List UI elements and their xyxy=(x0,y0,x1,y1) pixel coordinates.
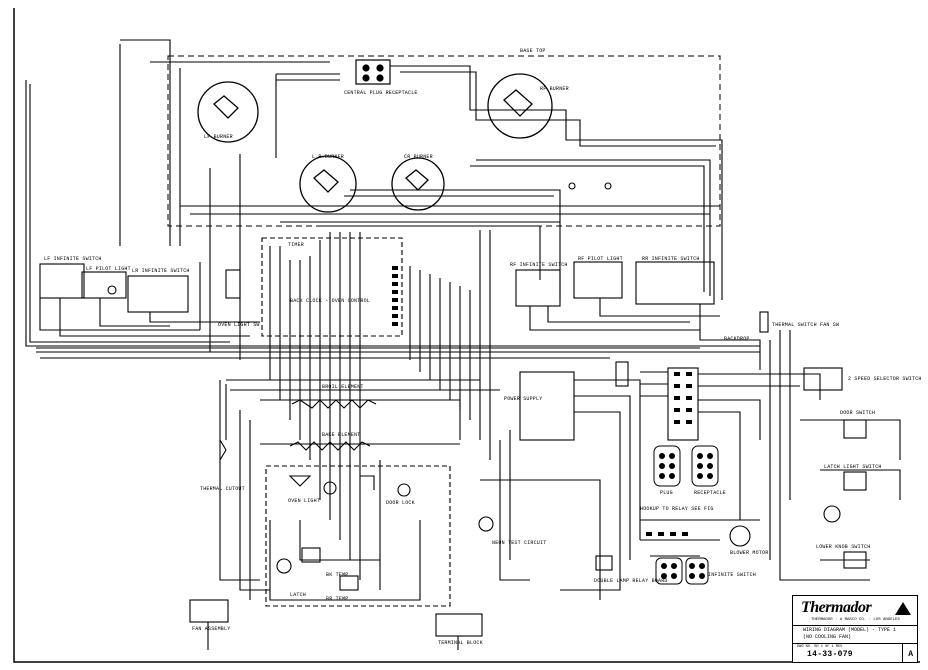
revision-letter: A xyxy=(908,650,913,659)
label-timer: TIMER xyxy=(288,242,305,248)
label-lf-pilot: LF PILOT LIGHT xyxy=(86,266,131,272)
label-rr-infinite: RR INFINITE SWITCH xyxy=(642,256,700,262)
label-rf-infinite: RF INFINITE SWITCH xyxy=(510,262,568,268)
label-central-plug: CENTRAL PLUG RECEPTACLE xyxy=(344,90,418,96)
label-clock: BACK CLOCK - OVEN CONTROL xyxy=(290,298,371,304)
label-lr-burner: L.R.BURNER xyxy=(312,154,345,160)
label-thermal-sw: THERMAL SWITCH FAN SW xyxy=(772,322,840,328)
drawing-number: 14-33-079 xyxy=(807,650,853,659)
label-oven-light-sw: OVEN LIGHT SW xyxy=(218,322,260,328)
label-power-supply: POWER SUPPLY xyxy=(504,396,543,402)
drawing-meta: DWG NO. SH 1 OF 1 REV xyxy=(797,645,843,649)
label-fan-assembly: FAN ASSEMBLY xyxy=(192,626,231,632)
title-divider-2 xyxy=(793,643,917,644)
label-blower-motor: BLOWER MOTOR xyxy=(730,550,769,556)
label-infinite-sw: INFINITE SWITCH xyxy=(708,572,757,578)
label-neon: NEON TEST CIRCUIT xyxy=(492,540,547,546)
label-door-switch: DOOR SWITCH xyxy=(840,410,876,416)
label-lr-infinite: LR INFINITE SWITCH xyxy=(132,268,190,274)
brand-subtitle: THERMADOR · A MASCO CO. · LOS ANGELES xyxy=(811,618,900,622)
title-divider xyxy=(793,625,917,626)
label-base-top: BASE TOP xyxy=(520,48,546,54)
revision-divider xyxy=(902,643,903,662)
label-rf-burner: RF BURNER xyxy=(540,86,569,92)
label-lf-burner: LF BURNER xyxy=(204,134,233,140)
label-speed-selector: 2 SPEED SELECTOR SWITCH xyxy=(848,376,922,382)
diagram-subtitle: (NO COOLING FAN) xyxy=(803,634,852,640)
title-block: Thermador THERMADOR · A MASCO CO. · LOS … xyxy=(792,595,918,663)
brand-logo: Thermador xyxy=(801,599,872,616)
label-thermal-cutout: THERMAL CUTOUT xyxy=(200,486,245,492)
label-bake-element: BAKE ELEMENT xyxy=(322,432,361,438)
label-lower-knob: LOWER KNOB SWITCH xyxy=(816,544,871,550)
label-relay-note: HOOKUP TO RELAY SEE FIG xyxy=(640,506,714,512)
label-double-lamp: DOUBLE LAMP RELAY BOARD xyxy=(594,578,668,584)
label-latch: LATCH xyxy=(290,592,307,598)
label-broil-element: BROIL ELEMENT xyxy=(322,384,364,390)
diagram-title: WIRING DIAGRAM (MODEL) - TYPE 1 xyxy=(803,627,897,633)
label-cr-burner: CR BURNER xyxy=(404,154,433,160)
triangle-logo-icon xyxy=(895,602,911,615)
label-rf-pilot: RF PILOT LIGHT xyxy=(578,256,623,262)
label-term-block: TERMINAL BLOCK xyxy=(438,640,483,646)
label-door-lock: DOOR LOCK xyxy=(386,500,415,506)
label-backdrop: BACKDROP xyxy=(724,336,750,342)
label-receptacle: RECEPTACLE xyxy=(694,490,727,496)
label-bk-temp: BK TEMP xyxy=(326,572,349,578)
label-oven-light: OVEN LIGHT xyxy=(288,498,321,504)
label-latch-switch: LATCH LIGHT SWITCH xyxy=(824,464,882,470)
label-br-temp: BR TEMP xyxy=(326,596,349,602)
label-lf-infinite: LF INFINITE SWITCH xyxy=(44,256,102,262)
label-plug: PLUG xyxy=(660,490,673,496)
